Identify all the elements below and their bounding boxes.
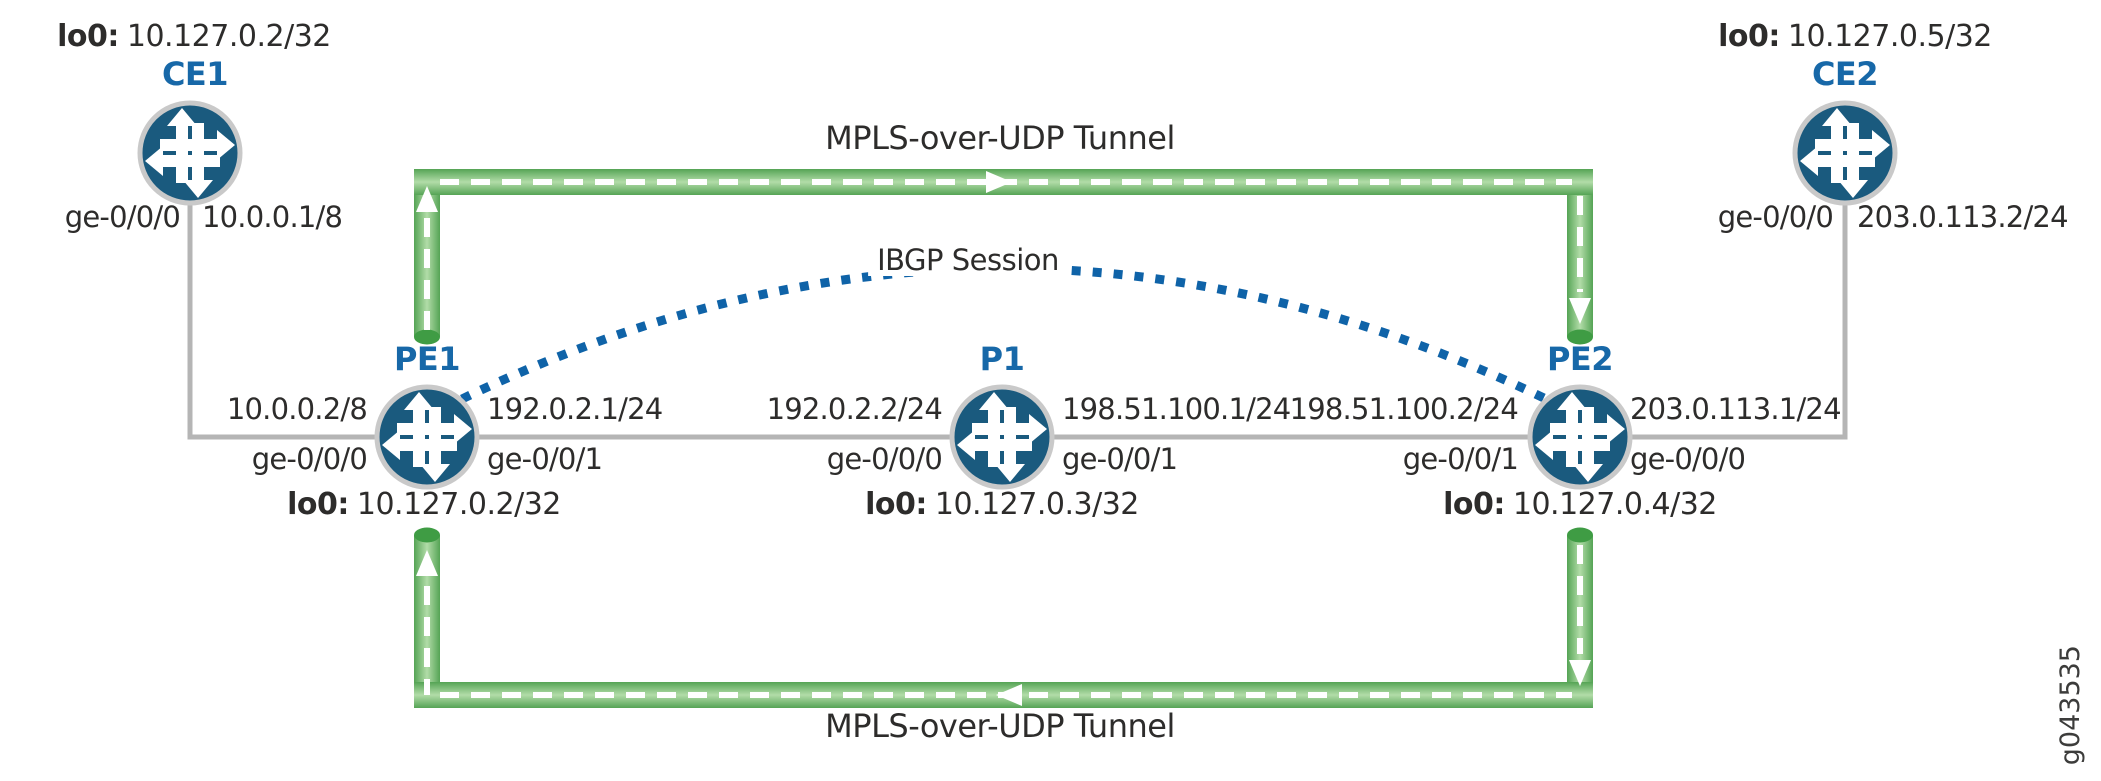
pe1-left-ip-label: 10.0.0.2/8: [226, 392, 368, 426]
loopback-address: 10.127.0.5/32: [1787, 19, 1993, 54]
ce2-interface-label: ge-0/0/0: [1717, 200, 1834, 234]
pe1-right-ip-label: 192.0.2.1/24: [487, 392, 663, 426]
p1-right-ip-label: 198.51.100.1/24: [1062, 392, 1291, 426]
pe2-left-ip-label: 198.51.100.2/24: [1289, 392, 1519, 426]
loopback-prefix: lo0:: [1443, 487, 1505, 522]
ibgp-session-label: IBGP Session: [868, 245, 1068, 276]
mpls-tunnel-top: [414, 169, 1593, 345]
loopback-prefix: lo0:: [287, 487, 349, 522]
pe2-right-interface-label: ge-0/0/0: [1630, 442, 1746, 476]
loopback-address: 10.127.0.2/32: [126, 19, 332, 54]
tunnel-cap: [1567, 329, 1593, 345]
ce1-interface-label: ge-0/0/0: [64, 200, 181, 234]
ce1-loopback-label: lo0:10.127.0.2/32: [57, 21, 331, 53]
tunnel-cap: [414, 329, 440, 345]
p1-name-label: P1: [979, 340, 1025, 378]
pe1-name-label: PE1: [393, 340, 461, 378]
p1-loopback-label: lo0:10.127.0.3/32: [865, 489, 1139, 521]
loopback-address: 10.127.0.2/32: [356, 487, 562, 522]
ce2-name-label: CE2: [1811, 55, 1879, 93]
tunnel-arrow-up-icon: [416, 550, 438, 576]
loopback-prefix: lo0:: [57, 19, 119, 54]
loopback-prefix: lo0:: [865, 487, 927, 522]
router-icon-pe2: [1530, 387, 1630, 487]
router-icon-p1: [952, 387, 1052, 487]
loopback-address: 10.127.0.4/32: [1512, 487, 1718, 522]
tunnel-arrow-down-icon: [1569, 660, 1591, 686]
router-icon-pe1: [377, 387, 477, 487]
pe1-loopback-label: lo0:10.127.0.2/32: [287, 489, 561, 521]
mpls-tunnel-top-label: MPLS-over-UDP Tunnel: [825, 119, 1175, 157]
ce1-name-label: CE1: [161, 55, 229, 93]
pe2-name-label: PE2: [1546, 340, 1614, 378]
tunnel-cap: [414, 527, 440, 543]
ce1-ip-label: 10.0.0.1/8: [202, 200, 343, 234]
pe2-left-interface-label: ge-0/0/1: [1402, 442, 1519, 476]
router-icon-ce2: [1795, 103, 1895, 203]
p1-left-ip-label: 192.0.2.2/24: [766, 392, 943, 426]
mpls-tunnel-bottom: [414, 527, 1593, 708]
tunnel-arrow-up-icon: [416, 186, 438, 212]
pe2-right-ip-label: 203.0.113.1/24: [1630, 392, 1842, 426]
tunnel-cap: [1567, 527, 1593, 543]
pe2-loopback-label: lo0:10.127.0.4/32: [1443, 489, 1717, 521]
tunnel-arrow-down-icon: [1569, 298, 1591, 324]
p1-left-interface-label: ge-0/0/0: [826, 442, 943, 476]
figure-id: g043535: [2055, 645, 2086, 766]
ce2-loopback-label: lo0:10.127.0.5/32: [1718, 21, 1992, 53]
router-icon-ce1: [140, 103, 240, 203]
ibgp-session-curve: [460, 264, 1548, 404]
p1-right-interface-label: ge-0/0/1: [1062, 442, 1178, 476]
ce2-ip-label: 203.0.113.2/24: [1857, 200, 2069, 234]
tunnel-arrow-left-icon: [996, 684, 1022, 706]
pe1-left-interface-label: ge-0/0/0: [251, 442, 368, 476]
tunnel-arrow-right-icon: [986, 171, 1012, 193]
mpls-tunnel-bottom-label: MPLS-over-UDP Tunnel: [825, 707, 1175, 745]
loopback-prefix: lo0:: [1718, 19, 1780, 54]
pe1-right-interface-label: ge-0/0/1: [487, 442, 603, 476]
loopback-address: 10.127.0.3/32: [934, 487, 1140, 522]
